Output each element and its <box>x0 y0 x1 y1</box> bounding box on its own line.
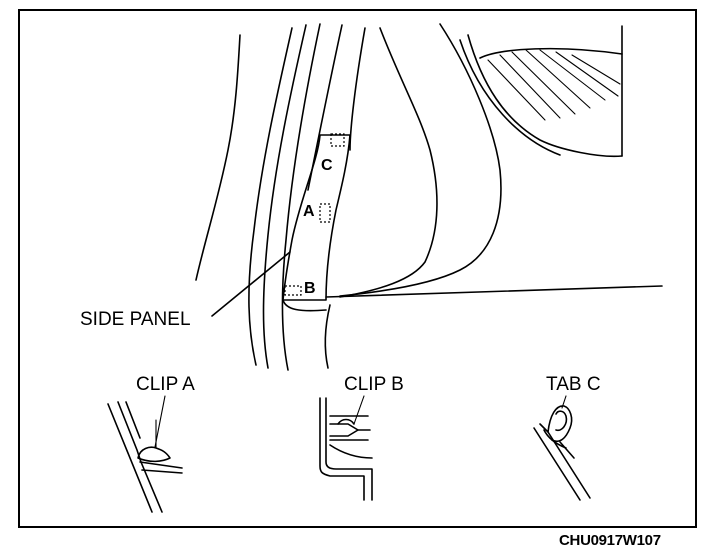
clip-a-label: CLIP A <box>136 374 195 395</box>
callout-c: C <box>321 157 333 174</box>
clip-a-leader <box>154 395 166 448</box>
callout-b: B <box>304 280 316 297</box>
tab-c-detail <box>533 405 591 501</box>
callout-a: A <box>303 203 315 220</box>
clip-b-detail <box>319 397 373 501</box>
clip-b-leader <box>353 395 365 425</box>
side-panel-part <box>282 133 351 312</box>
side-panel-leader <box>211 251 291 317</box>
vehicle-body-lines <box>195 23 663 371</box>
figure-code: CHU0917W107 <box>559 532 661 549</box>
side-panel-label: SIDE PANEL <box>80 309 191 330</box>
tab-c-label: TAB C <box>546 374 601 395</box>
tab-c-leader <box>561 395 567 409</box>
clip-b-label: CLIP B <box>344 374 404 395</box>
clip-a-detail <box>107 401 183 513</box>
diagram-frame <box>18 9 697 528</box>
